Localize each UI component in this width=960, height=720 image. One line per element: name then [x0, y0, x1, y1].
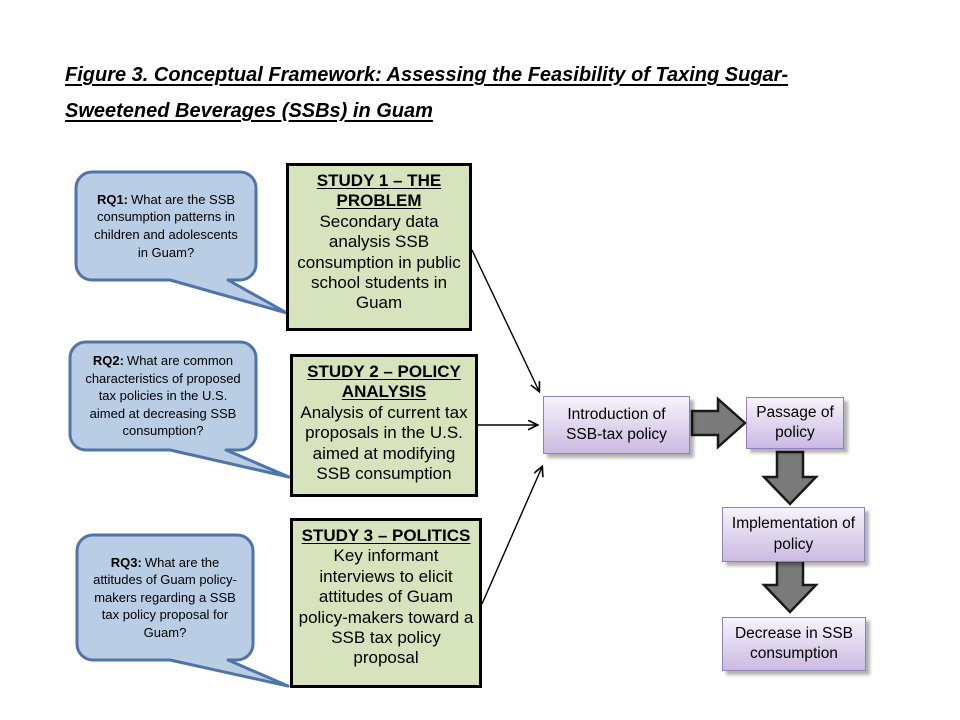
rq3-label: RQ3: [110, 554, 142, 570]
study2-box: STUDY 2 – POLICY ANALYSIS Analysis of cu… [290, 354, 478, 497]
research-question-2-bubble: RQ2:What are common characteristics of p… [70, 342, 256, 450]
connector-study1-to-introduction-icon [471, 249, 539, 391]
policy-step-introduction: Introduction of SSB-tax policy [543, 396, 690, 454]
speech-bubble-rq3-shape [75, 533, 290, 688]
rq3-text: What are the attitudes of Guam policy-ma… [93, 554, 237, 640]
study2-title: STUDY 2 – POLICY ANALYSIS [307, 362, 461, 402]
research-question-3-bubble: RQ3:What are the attitudes of Guam polic… [77, 535, 253, 660]
rq3-paragraph: RQ3:What are the attitudes of Guam polic… [89, 554, 241, 642]
policy-step-passage: Passage of policy [746, 397, 844, 449]
study1-box: STUDY 1 – THE PROBLEM Secondary data ana… [286, 163, 472, 331]
connector-study3-to-introduction-icon [481, 467, 542, 605]
figure-title-line1: Figure 3. Conceptual Framework: Assessin… [65, 64, 789, 86]
research-question-1-bubble: RQ1:What are the SSB consumption pattern… [76, 172, 256, 280]
rq1-text: What are the SSB consumption patterns in… [94, 191, 238, 260]
speech-bubble-rq1-shape [74, 170, 289, 315]
study1-body: Secondary data analysis SSB consumption … [297, 211, 461, 313]
rq2-text: What are common characteristics of propo… [85, 353, 241, 439]
block-arrow-down-2-icon [761, 559, 819, 614]
figure-title: Figure 3. Conceptual Framework: Assessin… [65, 57, 925, 129]
block-arrow-right-icon [690, 396, 747, 450]
rq1-paragraph: RQ1:What are the SSB consumption pattern… [88, 191, 244, 261]
study2-body: Analysis of current tax proposals in the… [300, 402, 468, 483]
rq2-paragraph: RQ2:What are common characteristics of p… [82, 352, 244, 440]
study1-title: STUDY 1 – THE PROBLEM [316, 171, 442, 211]
study3-title: STUDY 3 – POLITICS [301, 526, 471, 545]
policy-step-implementation: Implementation of policy [722, 507, 865, 562]
block-arrow-down-1-icon [761, 450, 819, 506]
speech-bubble-rq2-shape [68, 340, 291, 479]
policy-step-decrease: Decrease in SSB consumption [722, 617, 866, 671]
study3-box: STUDY 3 – POLITICS Key informant intervi… [290, 518, 482, 688]
figure-title-line2: Sweetened Beverages (SSBs) in Guam [65, 100, 433, 122]
rq1-label: RQ1: [96, 191, 128, 207]
rq2-label: RQ2: [92, 353, 124, 369]
study3-body: Key informant interviews to elicit attit… [298, 546, 474, 668]
